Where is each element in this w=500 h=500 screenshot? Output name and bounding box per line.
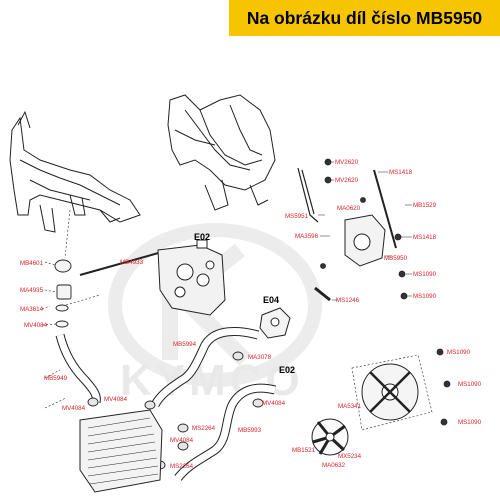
part-label: MA3614 — [20, 306, 44, 313]
part-label: MV2620 — [335, 159, 359, 166]
left-leaders — [41, 209, 101, 409]
section-label-thermostat: E04 — [263, 295, 279, 305]
part-label: MB4601 — [20, 260, 44, 267]
frame-top — [167, 94, 276, 211]
fan-shroud-upper — [344, 214, 386, 267]
part-label: MB5950 — [384, 255, 408, 262]
part-label: MS2264 — [192, 425, 216, 432]
part-labels: MV2620 MV2620 MS1418 MB1529 MA0620 MS595… — [20, 159, 482, 470]
part-label: MA3596 — [295, 233, 319, 240]
part-label: MB5994 — [173, 341, 197, 348]
header-banner: Na obrázku díl číslo MB5950 — [229, 0, 500, 36]
watermark-text: KYMCO — [120, 356, 304, 405]
section-label-hose: E02 — [279, 365, 295, 375]
part-label: MB1529 — [413, 202, 437, 209]
cylinder-head — [157, 239, 226, 316]
fan-assembly — [311, 354, 433, 456]
part-label: MV4084 — [104, 396, 128, 403]
part-label: MS1090 — [458, 419, 482, 426]
part-label: MB5993 — [238, 427, 262, 434]
part-label: MA0632 — [322, 462, 346, 469]
part-label: MS1090 — [447, 349, 471, 356]
right-leaders — [318, 161, 412, 301]
part-label: MB1521 — [292, 447, 316, 454]
part-label: MS1090 — [458, 381, 482, 388]
reservoir-parts — [54, 259, 72, 328]
part-label: MS1418 — [389, 169, 413, 176]
bolts — [320, 158, 451, 426]
part-label: MS2264 — [170, 463, 194, 470]
part-label: MS1418 — [413, 234, 437, 241]
section-label-cylinder: E02 — [194, 232, 210, 242]
part-label: MV4084 — [170, 437, 194, 444]
part-label: MX5234 — [338, 453, 362, 460]
part-label: MA0620 — [337, 205, 361, 212]
radiator — [79, 409, 163, 493]
part-label: MS1090 — [413, 293, 437, 300]
part-label: MB4933 — [120, 259, 144, 266]
part-label: MA3078 — [248, 354, 272, 361]
part-label: MV4084 — [24, 322, 48, 329]
watermark: KYMCO — [108, 223, 322, 405]
part-label: MS5951 — [285, 213, 309, 220]
thermostat-housing — [259, 307, 291, 339]
part-label: MA5341 — [338, 403, 362, 410]
part-label: MV4084 — [62, 405, 86, 412]
part-label: MS1090 — [413, 271, 437, 278]
part-label: MV4084 — [262, 400, 286, 407]
drain-rod — [79, 251, 163, 276]
header-title: Na obrázku díl číslo MB5950 — [246, 7, 483, 28]
part-label: MA4935 — [20, 287, 44, 294]
part-label: MB5949 — [44, 375, 68, 382]
hose-left — [55, 333, 101, 404]
frame-left — [9, 110, 141, 233]
part-label: MS1246 — [336, 297, 360, 304]
hose-middle — [150, 326, 277, 481]
right-rods — [297, 167, 397, 302]
hose-clamps — [87, 351, 264, 470]
part-label: MV2620 — [335, 177, 359, 184]
